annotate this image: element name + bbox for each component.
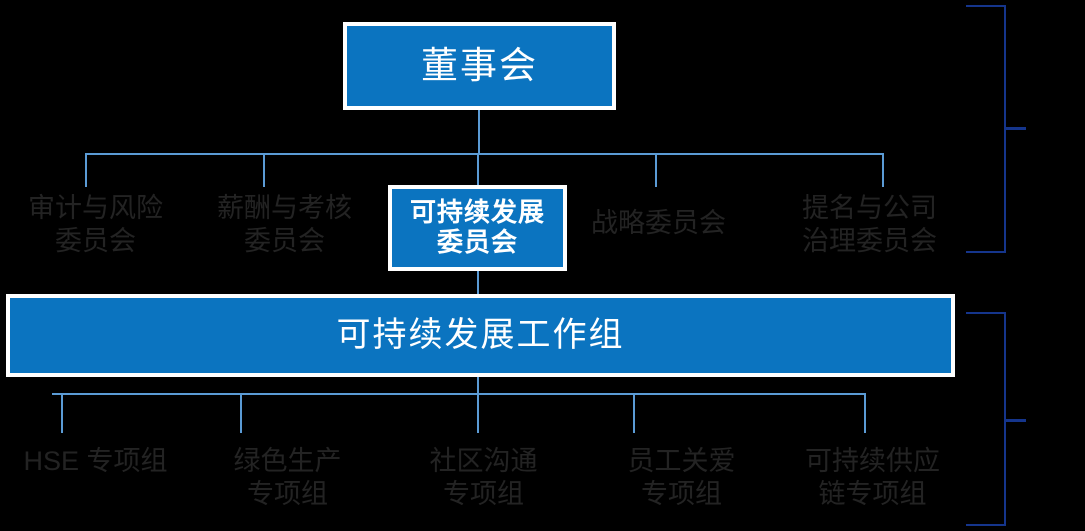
- bracket-governance-layer: [966, 5, 1006, 253]
- node-remuneration-assessment-committee[interactable]: 薪酬与考核 委员会: [217, 193, 352, 256]
- connector-drop-nomination: [882, 153, 884, 187]
- connector-drop-community: [477, 393, 479, 433]
- node-community-communication-task-group[interactable]: 社区沟通 专项组: [429, 446, 538, 509]
- connector-board-down: [478, 110, 480, 154]
- connector-task-group-bus: [52, 393, 866, 395]
- node-sustainability-committee[interactable]: 可持续发展 委员会: [388, 185, 567, 271]
- node-hse-task-group[interactable]: HSE 专项组: [23, 446, 168, 476]
- node-audit-risk-committee[interactable]: 审计与风险 委员会: [28, 193, 163, 256]
- connector-drop-remuneration: [263, 153, 265, 187]
- connector-sustainability-to-workgroup: [477, 271, 479, 296]
- node-sustainability-working-group[interactable]: 可持续发展工作组: [6, 294, 955, 377]
- node-sustainable-supply-chain-task-group[interactable]: 可持续供应 链专项组: [805, 446, 940, 509]
- bracket-governance-tick: [1004, 127, 1026, 130]
- node-strategy-committee[interactable]: 战略委员会: [591, 208, 726, 238]
- connector-workgroup-down: [477, 377, 479, 394]
- connector-drop-audit: [85, 153, 87, 187]
- connector-drop-employee-care: [633, 393, 635, 433]
- connector-drop-strategy: [655, 153, 657, 187]
- node-nomination-governance-committee[interactable]: 提名与公司 治理委员会: [802, 193, 937, 256]
- node-board-of-directors[interactable]: 董事会: [343, 22, 616, 110]
- bracket-execution-layer: [966, 312, 1006, 526]
- connector-drop-hse: [61, 393, 63, 433]
- node-green-production-task-group[interactable]: 绿色生产 专项组: [233, 446, 342, 509]
- connector-drop-supply-chain: [864, 393, 866, 433]
- node-employee-care-task-group[interactable]: 员工关爱 专项组: [627, 446, 736, 509]
- bracket-execution-tick: [1004, 419, 1026, 422]
- connector-committee-bus: [85, 153, 884, 155]
- connector-drop-green-production: [240, 393, 242, 433]
- connector-drop-sustainability: [477, 153, 479, 186]
